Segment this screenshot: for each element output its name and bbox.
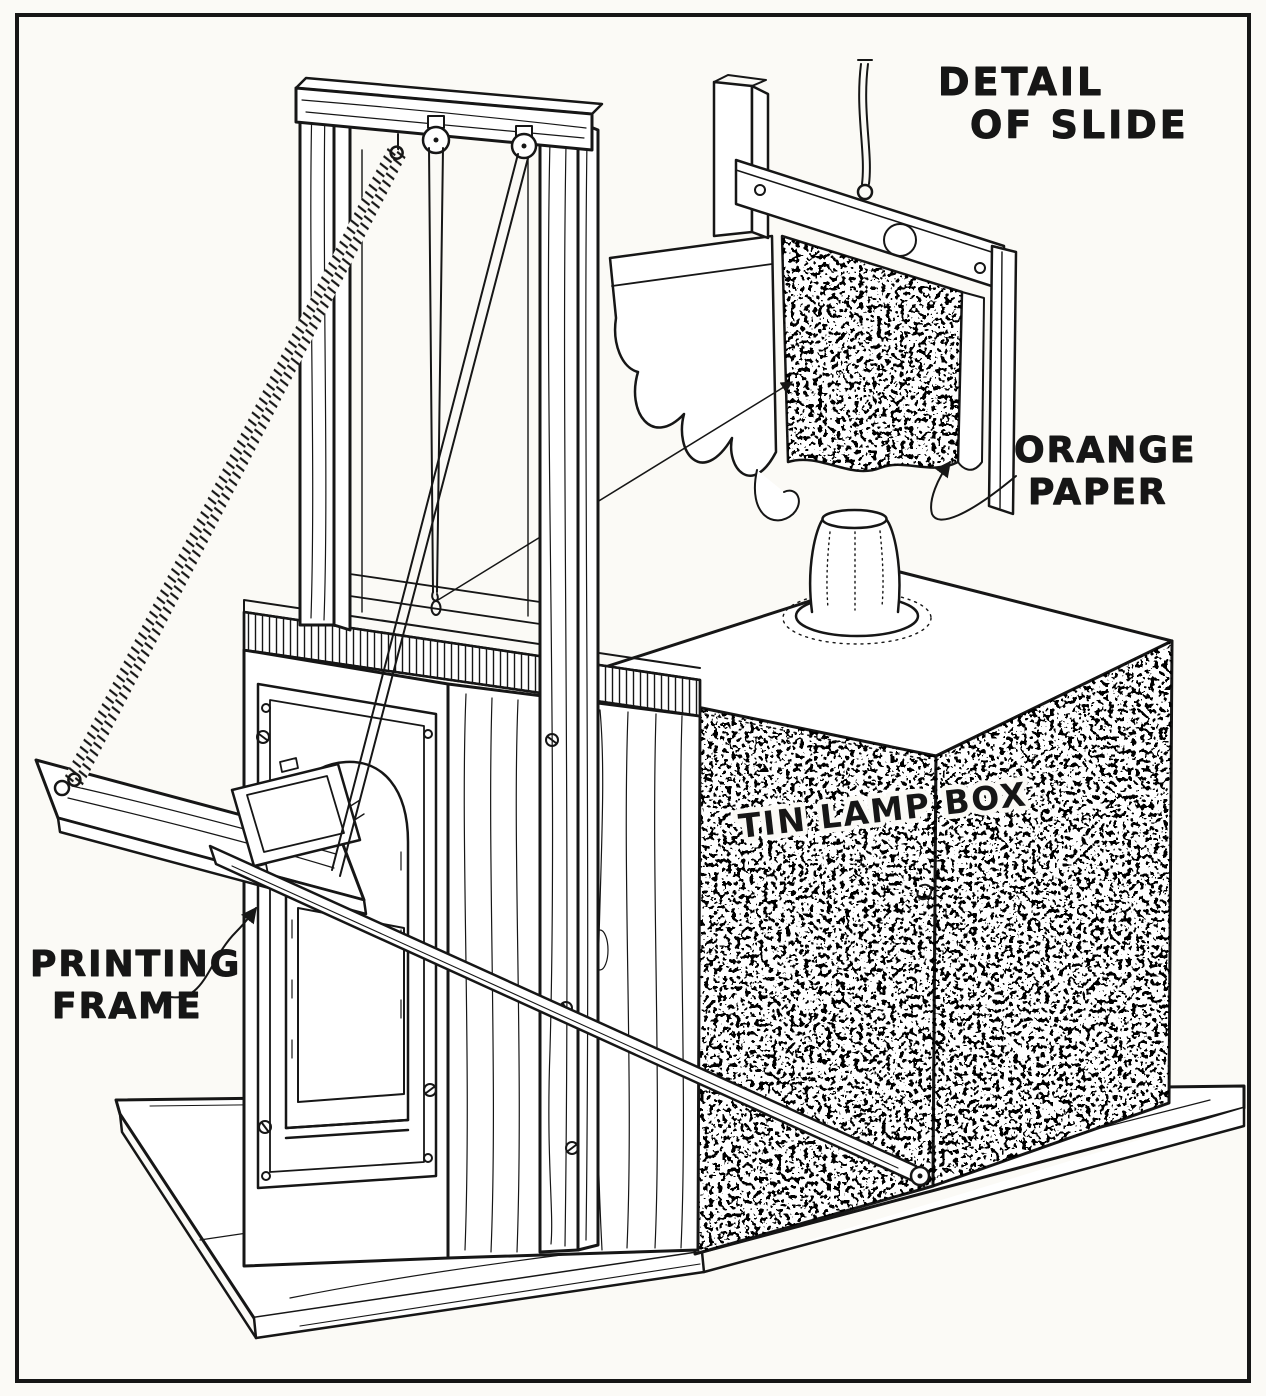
rail-grain bbox=[999, 251, 1003, 509]
slide-detail bbox=[608, 59, 1018, 522]
slide-post-side bbox=[750, 84, 770, 240]
label-detail-of-slide-line2: OF SLIDE bbox=[970, 103, 1189, 147]
slide-end-rail bbox=[987, 244, 1018, 516]
slide-hole bbox=[883, 223, 917, 257]
frame-carrier-inner bbox=[246, 775, 345, 853]
slide-post-top bbox=[713, 74, 767, 87]
shading bbox=[826, 531, 831, 609]
hanging-cord bbox=[865, 63, 871, 185]
spring-hook bbox=[389, 145, 404, 160]
pulley-right bbox=[510, 125, 538, 160]
leader-orange-paper bbox=[930, 460, 1017, 521]
clip bbox=[279, 757, 299, 773]
stipple-texture bbox=[695, 707, 936, 1254]
spring-hook bbox=[67, 772, 82, 787]
stipple-texture bbox=[933, 641, 1172, 1186]
figure-border bbox=[15, 13, 1251, 1383]
left-post-side bbox=[332, 90, 352, 632]
back-boards bbox=[349, 573, 541, 625]
lamp-box: TIN LAMP BOX bbox=[538, 508, 1174, 1256]
frame-carrier bbox=[230, 762, 362, 868]
spring bbox=[63, 145, 407, 788]
channel-lines bbox=[361, 149, 529, 617]
frame-outer bbox=[256, 682, 438, 1190]
bar-edge bbox=[735, 169, 1005, 257]
drawing: TIN LAMP BOX bbox=[30, 59, 1246, 1340]
shelf-edge bbox=[611, 263, 773, 287]
wood-grain bbox=[547, 139, 589, 1247]
curl-ornament bbox=[754, 469, 800, 522]
leader-printing-frame bbox=[163, 906, 257, 999]
rod-body bbox=[208, 844, 926, 1188]
slide-backboard bbox=[957, 291, 985, 471]
screws bbox=[256, 703, 437, 1181]
chimney bbox=[782, 508, 932, 645]
right-post bbox=[538, 116, 580, 1254]
chimney-top bbox=[821, 508, 888, 530]
annotations: DETAIL OF SLIDE ORANGE PAPER PRINTING FR… bbox=[30, 60, 1196, 1028]
slide-post bbox=[712, 80, 754, 238]
bolt bbox=[754, 184, 766, 196]
wood-grain bbox=[301, 99, 587, 139]
latch-hook bbox=[916, 883, 933, 901]
label-printing-frame-line1: PRINTING bbox=[30, 944, 241, 985]
shading bbox=[879, 530, 884, 607]
bolt bbox=[974, 262, 986, 274]
wood-grain bbox=[310, 101, 327, 621]
label-orange-paper-line2: PAPER bbox=[1028, 472, 1168, 513]
leader-slide-position bbox=[437, 381, 794, 601]
wood-grain bbox=[299, 1263, 701, 1327]
pivot-center bbox=[917, 1173, 923, 1179]
wood-grain bbox=[231, 865, 899, 1169]
left-post bbox=[298, 90, 336, 627]
label-detail-of-slide-line1: DETAIL bbox=[938, 60, 1104, 104]
door-eye bbox=[53, 779, 71, 797]
sill bbox=[284, 1118, 410, 1140]
pulley-left bbox=[421, 115, 451, 155]
eye-hook-icon bbox=[856, 183, 874, 201]
dotted-rim bbox=[782, 591, 932, 645]
hanging-cord bbox=[858, 63, 864, 185]
right-post-side bbox=[576, 120, 600, 1252]
label-orange-paper-line1: ORANGE bbox=[1014, 430, 1196, 471]
gallows-frame bbox=[294, 76, 604, 1254]
printing-frame-door bbox=[34, 757, 368, 916]
dotted-edge bbox=[704, 713, 929, 761]
cord-vertical bbox=[428, 147, 444, 616]
stipple-texture bbox=[782, 236, 962, 472]
label-printing-frame-line2: FRAME bbox=[52, 986, 203, 1027]
slide-shelf-bracket bbox=[608, 234, 778, 477]
cord-diagonal bbox=[331, 153, 529, 877]
lever-rod bbox=[208, 844, 931, 1188]
